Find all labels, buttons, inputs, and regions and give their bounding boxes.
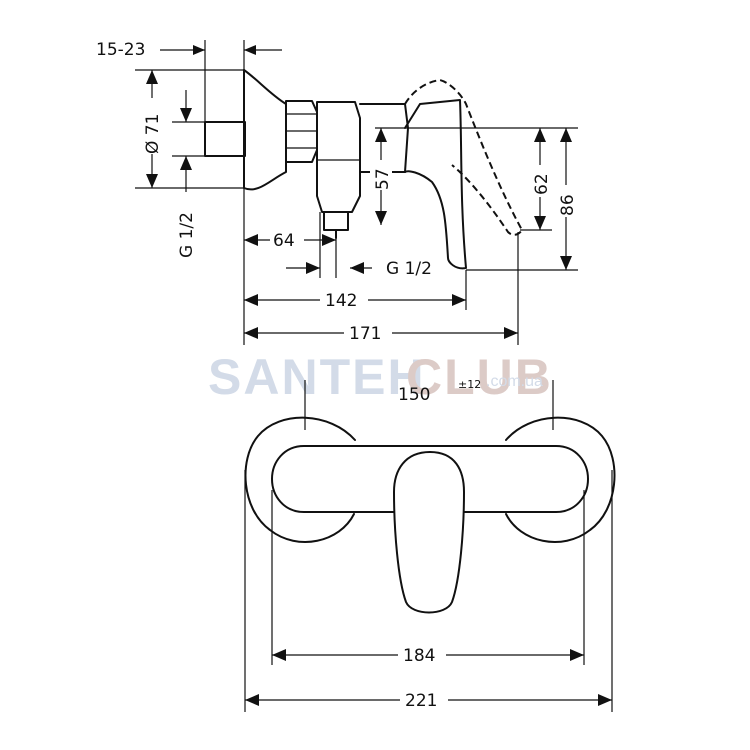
arrow-57-bottom bbox=[375, 211, 387, 225]
dim-label-g12-bottom: G 1/2 bbox=[386, 259, 432, 279]
dim-label-221: 221 bbox=[405, 691, 437, 711]
arrow-57-top bbox=[375, 128, 387, 142]
dim-label-g12-left: G 1/2 bbox=[177, 212, 197, 258]
outlet-connector bbox=[323, 211, 349, 231]
watermark: SANTEH CLUB .com.ua bbox=[208, 349, 553, 405]
label-221-bg bbox=[400, 688, 448, 710]
lever-handle-raised-position bbox=[404, 79, 523, 236]
side-view: 15-23 Ø 71 G 1/2 57 62 86 bbox=[96, 40, 578, 345]
arrow-g12-bottom bbox=[180, 156, 192, 170]
front-view: 150 ±12 184 221 bbox=[244, 378, 616, 712]
dim-label-d71: Ø 71 bbox=[143, 114, 163, 154]
arrow-62-bottom bbox=[534, 216, 546, 230]
dim-label-57: 57 bbox=[373, 168, 393, 190]
arrow-221-left bbox=[245, 694, 259, 706]
label-171-bg bbox=[344, 321, 392, 343]
dim-label-171: 171 bbox=[349, 324, 381, 344]
label-64-bg bbox=[270, 228, 304, 250]
label-86-bg bbox=[556, 185, 578, 217]
arrow-171-left bbox=[244, 327, 258, 339]
watermark-brand-part1: SANTEH bbox=[208, 349, 426, 405]
mixer-body-bar bbox=[271, 445, 589, 513]
arrow-171-right bbox=[504, 327, 518, 339]
arrow-184-left bbox=[272, 649, 286, 661]
arrow-86-bottom bbox=[560, 256, 572, 270]
arrow-142-left bbox=[244, 294, 258, 306]
dim-label-15-23: 15-23 bbox=[96, 40, 145, 60]
dim-label-142: 142 bbox=[325, 291, 357, 311]
arrow-142-right bbox=[452, 294, 466, 306]
watermark-brand-part2: CLUB bbox=[406, 349, 553, 405]
watermark-domain: .com.ua bbox=[486, 373, 543, 390]
arrow-d71-bottom bbox=[146, 174, 158, 188]
dim-label-62: 62 bbox=[532, 173, 552, 195]
d71-label-bg bbox=[140, 98, 162, 154]
dim-label-86: 86 bbox=[558, 194, 578, 216]
arrow-62-top bbox=[534, 128, 546, 142]
label-62-bg bbox=[530, 165, 552, 197]
dim-label-64: 64 bbox=[273, 231, 295, 251]
mixer-body bbox=[316, 101, 361, 213]
arrow-64-right bbox=[322, 234, 336, 246]
arrow-15-23-right bbox=[244, 45, 256, 55]
label-142-bg bbox=[320, 288, 368, 310]
arrow-64-left bbox=[244, 234, 258, 246]
left-rosette bbox=[244, 416, 356, 543]
dim-label-tolerance: ±12 bbox=[458, 378, 481, 391]
wall-pipe-stub bbox=[204, 121, 246, 157]
arrow-86-top bbox=[560, 128, 572, 142]
right-rosette bbox=[505, 416, 616, 543]
arrow-221-right bbox=[598, 694, 612, 706]
arrow-g12-top bbox=[180, 108, 192, 122]
arrow-g12b-left bbox=[306, 262, 320, 274]
label-57-bg bbox=[370, 160, 392, 190]
arrow-184-right bbox=[570, 649, 584, 661]
arrow-d71-top bbox=[146, 70, 158, 84]
wall-flange bbox=[243, 69, 287, 191]
lever-handle bbox=[404, 99, 467, 270]
dim-label-150: 150 bbox=[398, 385, 430, 405]
arrow-15-23-left bbox=[193, 45, 205, 55]
dim-label-184: 184 bbox=[403, 646, 435, 666]
arrow-g12b-right bbox=[350, 262, 364, 274]
label-184-bg bbox=[398, 643, 446, 665]
front-lever-handle bbox=[393, 451, 465, 614]
